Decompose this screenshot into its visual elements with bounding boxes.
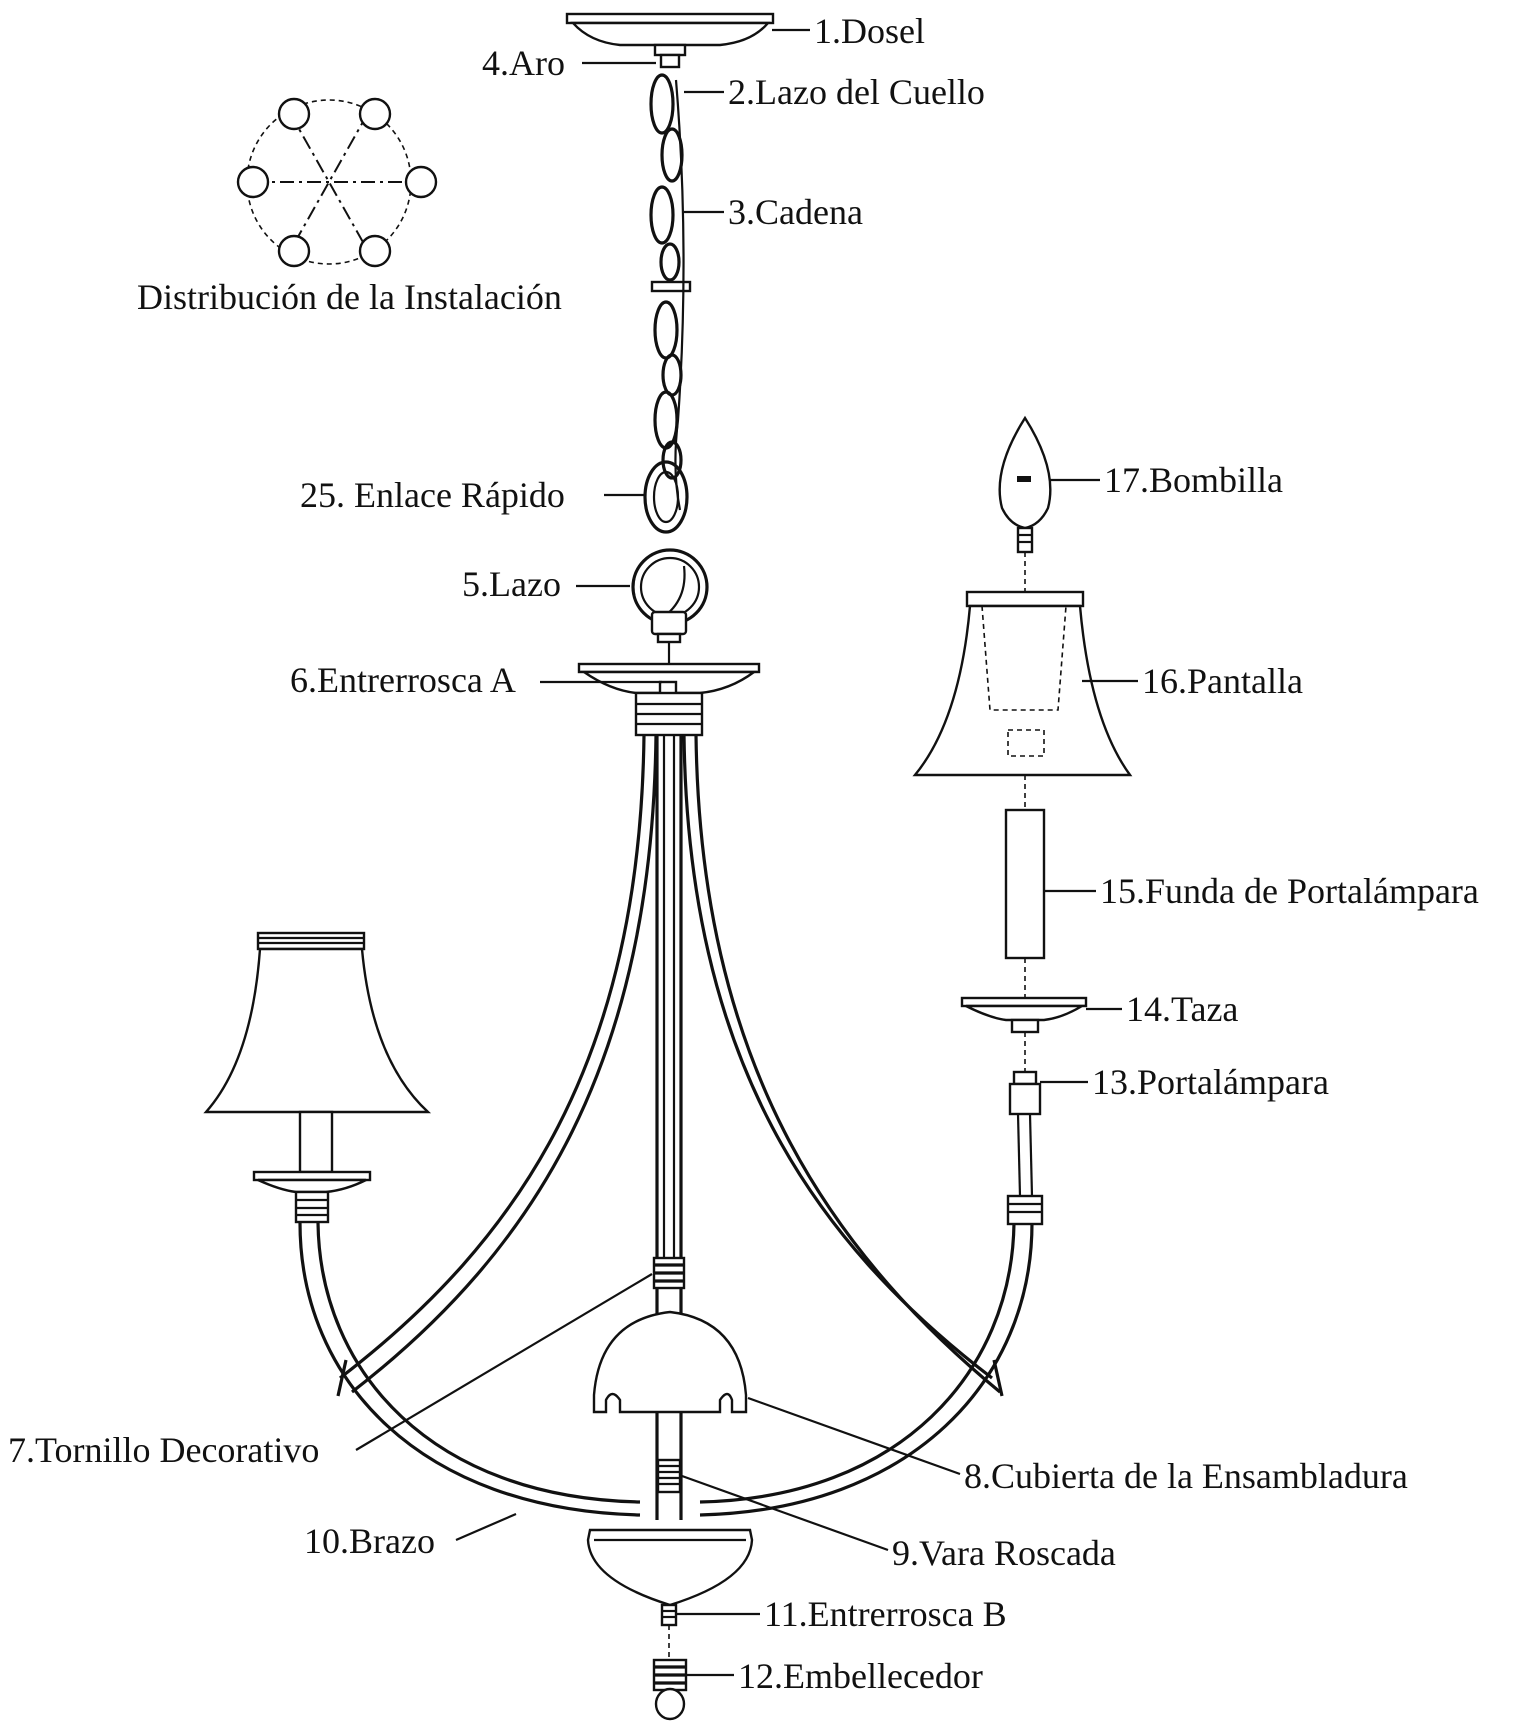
right-lamp-exploded — [912, 415, 1133, 1226]
arm-nipple-right — [1006, 1194, 1044, 1226]
installation-distribution-schematic: Distribución de la Instalación — [137, 97, 562, 317]
mounting-points — [236, 97, 438, 268]
canopy — [565, 12, 775, 47]
decorative-screw — [652, 1256, 686, 1290]
assembly-cover — [592, 1310, 748, 1414]
label-finial: 12.Embellecedor — [738, 1656, 983, 1696]
label-shade: 16.Pantalla — [1142, 661, 1303, 701]
label-chain: 3.Cadena — [728, 192, 863, 232]
part-labels: 1.Dosel 2.Lazo del Cuello 3.Cadena 4.Aro… — [8, 11, 1479, 1696]
left-lamp-assembly — [203, 931, 432, 1224]
label-nipple-b: 11.Entrerrosca B — [764, 1594, 1007, 1634]
label-bobeche: 14.Taza — [1126, 989, 1238, 1029]
label-canopy: 1.Dosel — [814, 11, 925, 51]
label-nipple-a: 6.Entrerrosca A — [290, 660, 516, 700]
label-quick-link: 25. Enlace Rápido — [300, 475, 565, 515]
mount-point-right — [404, 165, 438, 199]
installation-caption: Distribución de la Instalación — [137, 277, 562, 317]
bobeche-cup — [960, 996, 1088, 1034]
bulb — [998, 415, 1052, 554]
loop — [631, 548, 709, 682]
shade — [912, 590, 1133, 777]
neck-loop — [653, 43, 687, 69]
bottom-bowl — [586, 1528, 754, 1607]
leader-lines — [355, 28, 1138, 1677]
frame-arms — [336, 734, 1004, 1397]
mount-point-left — [236, 165, 270, 199]
label-threaded-rod: 9.Vara Roscada — [892, 1533, 1116, 1573]
socket — [1008, 1070, 1042, 1197]
threaded-rod — [656, 1458, 682, 1494]
label-arm: 10.Brazo — [304, 1521, 435, 1561]
mount-point-bottom-left — [277, 234, 311, 268]
nipple-b — [660, 1603, 678, 1660]
label-neck-loop: 2.Lazo del Cuello — [728, 72, 985, 112]
finial — [652, 1658, 688, 1721]
mount-point-top-left — [277, 97, 311, 131]
body-cup — [577, 662, 761, 737]
chain — [649, 73, 692, 511]
socket-cover — [1004, 808, 1046, 960]
label-ring: 4.Aro — [482, 43, 565, 83]
arm-base — [298, 1222, 1034, 1517]
quick-link — [643, 460, 689, 534]
label-socket: 13.Portalámpara — [1092, 1062, 1329, 1102]
label-loop: 5.Lazo — [462, 564, 561, 604]
label-decorative-screw: 7.Tornillo Decorativo — [8, 1430, 319, 1470]
mount-point-top-right — [358, 97, 392, 131]
label-bulb: 17.Bombilla — [1104, 460, 1283, 500]
label-assembly-cover: 8.Cubierta de la Ensambladura — [964, 1456, 1408, 1496]
label-socket-cover: 15.Funda de Portalámpara — [1100, 871, 1479, 911]
mount-point-bottom-right — [358, 234, 392, 268]
